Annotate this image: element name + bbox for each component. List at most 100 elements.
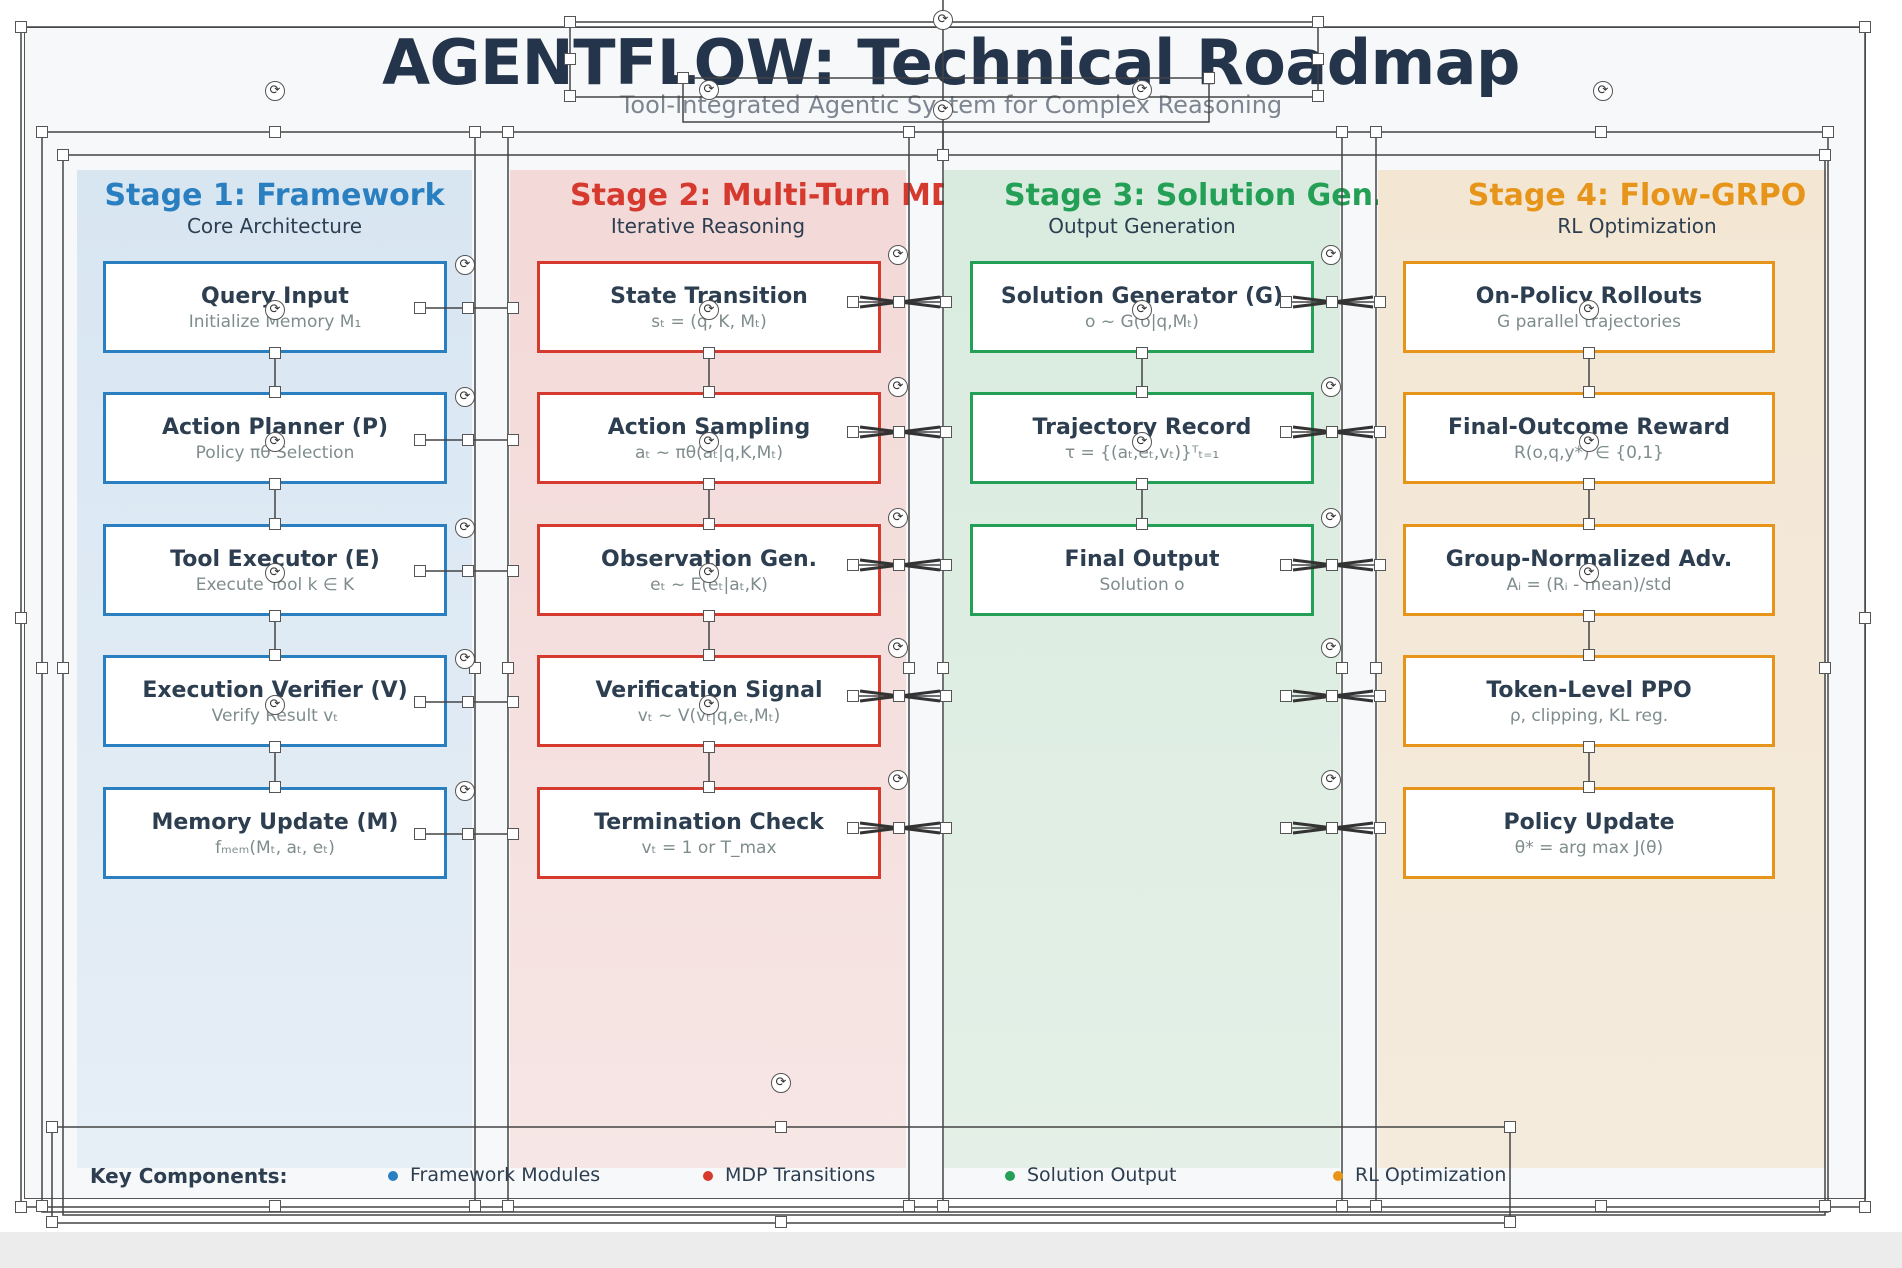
- connector-handle[interactable]: [703, 518, 715, 530]
- resize-handle[interactable]: [469, 126, 481, 138]
- connector-handle[interactable]: [1280, 690, 1292, 702]
- rotate-handle-icon[interactable]: ⟳: [455, 781, 475, 801]
- rotate-handle-icon[interactable]: ⟳: [1132, 80, 1152, 100]
- connector-handle[interactable]: [1280, 822, 1292, 834]
- connector-handle[interactable]: [1583, 478, 1595, 490]
- resize-handle[interactable]: [269, 1200, 281, 1212]
- connector-handle[interactable]: [1136, 478, 1148, 490]
- rotate-handle-icon[interactable]: ⟳: [265, 432, 285, 452]
- connector-handle[interactable]: [1583, 741, 1595, 753]
- connector-handle[interactable]: [269, 741, 281, 753]
- connector-handle[interactable]: [507, 565, 519, 577]
- rotate-handle-icon[interactable]: ⟳: [455, 387, 475, 407]
- connector-handle[interactable]: [414, 302, 426, 314]
- resize-handle[interactable]: [1859, 1201, 1871, 1213]
- connector-handle[interactable]: [1326, 426, 1338, 438]
- resize-handle[interactable]: [1203, 72, 1215, 84]
- resize-handle[interactable]: [46, 1121, 58, 1133]
- resize-handle[interactable]: [57, 662, 69, 674]
- connector-handle[interactable]: [414, 565, 426, 577]
- rotate-handle-icon[interactable]: ⟳: [933, 10, 953, 30]
- connector-handle[interactable]: [847, 296, 859, 308]
- rotate-handle-icon[interactable]: ⟳: [699, 300, 719, 320]
- rotate-handle-icon[interactable]: ⟳: [888, 245, 908, 265]
- connector-handle[interactable]: [462, 565, 474, 577]
- connector-handle[interactable]: [414, 696, 426, 708]
- connector-handle[interactable]: [703, 649, 715, 661]
- rotate-handle-icon[interactable]: ⟳: [1132, 300, 1152, 320]
- rotate-handle-icon[interactable]: ⟳: [1579, 563, 1599, 583]
- connector-handle[interactable]: [1280, 559, 1292, 571]
- connector-handle[interactable]: [1326, 690, 1338, 702]
- connector-handle[interactable]: [1374, 296, 1386, 308]
- connector-handle[interactable]: [1583, 610, 1595, 622]
- resize-handle[interactable]: [903, 126, 915, 138]
- connector-handle[interactable]: [507, 828, 519, 840]
- resize-handle[interactable]: [903, 662, 915, 674]
- connector-handle[interactable]: [462, 696, 474, 708]
- rotate-handle-icon[interactable]: ⟳: [1321, 770, 1341, 790]
- connector-handle[interactable]: [940, 690, 952, 702]
- resize-handle[interactable]: [937, 149, 949, 161]
- connector-handle[interactable]: [703, 347, 715, 359]
- resize-handle[interactable]: [1504, 1121, 1516, 1133]
- resize-handle[interactable]: [1312, 53, 1324, 65]
- resize-handle[interactable]: [1859, 21, 1871, 33]
- connector-handle[interactable]: [1583, 649, 1595, 661]
- connector-handle[interactable]: [893, 822, 905, 834]
- rotate-handle-icon[interactable]: ⟳: [699, 80, 719, 100]
- connector-handle[interactable]: [940, 822, 952, 834]
- resize-handle[interactable]: [1336, 662, 1348, 674]
- connector-handle[interactable]: [893, 296, 905, 308]
- box-memory-update[interactable]: Memory Update (M) fₘₑₘ(Mₜ, aₜ, eₜ): [103, 787, 447, 879]
- connector-handle[interactable]: [1326, 822, 1338, 834]
- resize-handle[interactable]: [1595, 1200, 1607, 1212]
- rotate-handle-icon[interactable]: ⟳: [1579, 432, 1599, 452]
- resize-handle[interactable]: [564, 16, 576, 28]
- resize-handle[interactable]: [1504, 1216, 1516, 1228]
- connector-handle[interactable]: [462, 302, 474, 314]
- resize-handle[interactable]: [1370, 1200, 1382, 1212]
- connector-handle[interactable]: [703, 741, 715, 753]
- rotate-handle-icon[interactable]: ⟳: [265, 81, 285, 101]
- connector-handle[interactable]: [1583, 781, 1595, 793]
- resize-handle[interactable]: [15, 1201, 27, 1213]
- box-token-level-ppo[interactable]: Token-Level PPO ρ, clipping, KL reg.: [1403, 655, 1775, 747]
- connector-handle[interactable]: [893, 690, 905, 702]
- resize-handle[interactable]: [1819, 149, 1831, 161]
- connector-handle[interactable]: [1583, 347, 1595, 359]
- rotate-handle-icon[interactable]: ⟳: [699, 432, 719, 452]
- rotate-handle-icon[interactable]: ⟳: [888, 377, 908, 397]
- resize-handle[interactable]: [775, 1121, 787, 1133]
- resize-handle[interactable]: [15, 21, 27, 33]
- connector-handle[interactable]: [940, 559, 952, 571]
- connector-handle[interactable]: [507, 302, 519, 314]
- box-final-output[interactable]: Final Output Solution o: [970, 524, 1314, 616]
- rotate-handle-icon[interactable]: ⟳: [1321, 377, 1341, 397]
- rotate-handle-icon[interactable]: ⟳: [455, 518, 475, 538]
- connector-handle[interactable]: [1374, 426, 1386, 438]
- connector-handle[interactable]: [269, 649, 281, 661]
- resize-handle[interactable]: [1822, 126, 1834, 138]
- box-termination-check[interactable]: Termination Check vₜ = 1 or T_max: [537, 787, 881, 879]
- resize-handle[interactable]: [1312, 90, 1324, 102]
- resize-handle[interactable]: [677, 72, 689, 84]
- diagram-title[interactable]: AGENTFLOW: Technical Roadmap: [382, 26, 1520, 99]
- connector-handle[interactable]: [847, 559, 859, 571]
- resize-handle[interactable]: [269, 126, 281, 138]
- rotate-handle-icon[interactable]: ⟳: [1132, 432, 1152, 452]
- connector-handle[interactable]: [703, 781, 715, 793]
- resize-handle[interactable]: [502, 1200, 514, 1212]
- resize-handle[interactable]: [937, 1200, 949, 1212]
- resize-handle[interactable]: [469, 1200, 481, 1212]
- rotate-handle-icon[interactable]: ⟳: [888, 770, 908, 790]
- rotate-handle-icon[interactable]: ⟳: [699, 563, 719, 583]
- resize-handle[interactable]: [502, 126, 514, 138]
- resize-handle[interactable]: [1336, 126, 1348, 138]
- connector-handle[interactable]: [1583, 386, 1595, 398]
- connector-handle[interactable]: [1136, 386, 1148, 398]
- resize-handle[interactable]: [502, 662, 514, 674]
- resize-handle[interactable]: [1370, 126, 1382, 138]
- resize-handle[interactable]: [564, 53, 576, 65]
- rotate-handle-icon[interactable]: ⟳: [1593, 81, 1613, 101]
